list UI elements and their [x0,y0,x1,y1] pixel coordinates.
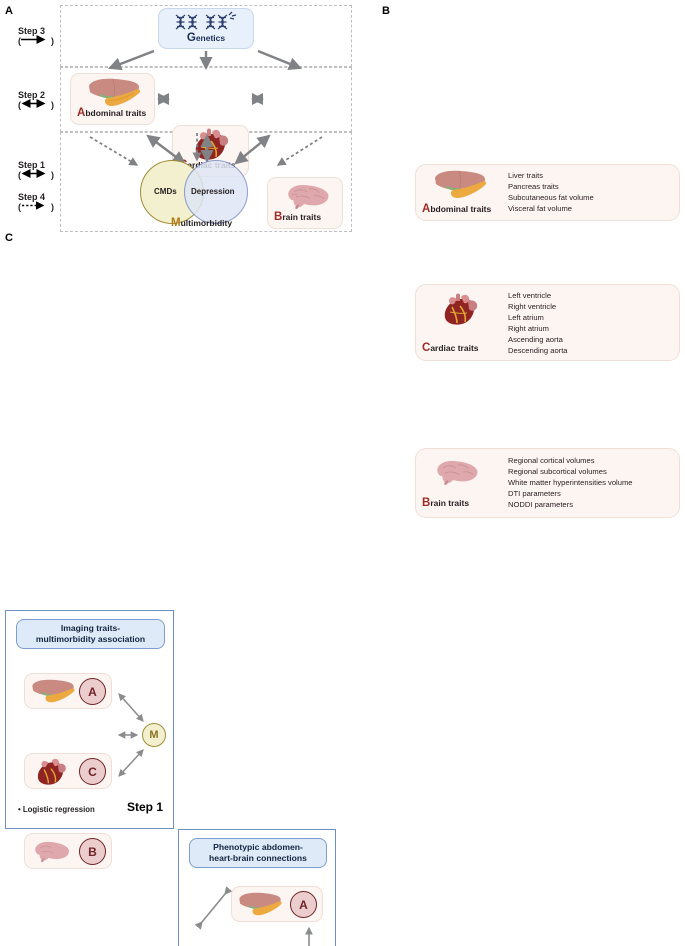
liver-pancreas-icon [435,170,487,198]
list-item: White matter hyperintensities volume [508,478,633,488]
step1-arrow-icon [21,169,46,179]
list-item: Regional subcortical volumes [508,467,607,477]
step1-panel[interactable]: Imaging traits-multimorbidity associatio… [5,610,174,869]
step4-arrow-icon [22,201,45,211]
panel-b-brain-card[interactable]: Brain traits Regional cortical volumes R… [415,448,680,518]
list-item: Right atrium [508,324,549,334]
panel-b-cardiac-card[interactable]: Cardiac traits Left ventricle Right vent… [415,284,680,361]
list-item: Subcutaneous fat volume [508,193,594,203]
step-tag-1: Step 1 () [18,160,54,181]
brain-icon [288,185,329,209]
step1-arrows [117,693,144,777]
depression-circle[interactable] [184,160,248,224]
list-item: Right ventricle [508,302,557,312]
brain-traits-card[interactable]: Brain traits [267,177,343,229]
panel-b-cardiac-label: Cardiac traits [422,341,479,354]
multimorbidity-caption: Multimorbidity [171,217,233,229]
heart-icon [444,293,478,325]
list-item: Ascending aorta [508,335,563,345]
step1-brain-node[interactable]: B [24,833,112,869]
list-item: DTI parameters [508,489,561,499]
list-item: Descending aorta [508,346,568,356]
step1-label: Step 1 [126,800,163,814]
depression-label: Depression [191,187,235,196]
step-tag-3: Step 3 () [18,26,54,47]
list-item: Visceral fat volume [508,204,573,214]
brain-icon [35,841,70,863]
panel-a-arrows [89,49,323,166]
step-tag-1-label: Step 1 [18,160,46,170]
panel-a-letter: A [5,5,13,17]
step3-arrow-icon [21,35,46,45]
list-item: Regional cortical volumes [508,456,595,465]
step-tag-2-label: Step 2 [18,90,46,100]
genetics-label: Genetics [186,32,226,45]
step1-method: • Logistic regression [18,805,95,814]
abdominal-traits-list: Liver traits Pancreas traits Subcutaneou… [508,170,594,214]
panel-c-letter: C [5,232,13,244]
step-tag-4-label: Step 4 [18,192,46,202]
panel-b-abdominal-label: Abdominal traits [422,202,492,215]
list-item: Pancreas traits [508,182,559,192]
dna-icon [175,11,237,30]
step-tag-2: Step 2 () [18,90,54,111]
liver-pancreas-icon [89,78,141,106]
genetics-box[interactable]: Genetics [158,8,254,49]
list-item: Liver traits [508,171,544,180]
cmds-label: CMDs [154,187,177,196]
list-item: Left atrium [508,313,544,323]
step2-panel[interactable]: Phenotypic abdomen-heart-brain connectio… [178,829,336,946]
abdominal-traits-card[interactable]: Abdominal traits [70,73,155,125]
step-tag-3-label: Step 3 [18,26,46,36]
list-item: NODDI parameters [508,500,573,510]
cardiac-traits-list: Left ventricle Right ventricle Left atri… [508,290,568,357]
step2-arrow-icon [21,99,46,109]
step2-arrows [194,886,313,946]
step-tag-4: Step 4 () [18,192,54,213]
panel-b-letter: B [382,5,390,17]
multimorbidity-venn[interactable]: CMDs Depression [140,160,262,224]
brain-traits-label: Brain traits [274,210,322,223]
abdominal-traits-label: Abdominal traits [77,106,147,119]
brain-icon [437,461,478,485]
panel-b-abdominal-card[interactable]: Abdominal traits Liver traits Pancreas t… [415,164,680,221]
brain-traits-list: Regional cortical volumes Regional subco… [508,455,633,510]
node-letter-b: B [79,838,106,865]
panel-b-brain-label: Brain traits [422,496,470,509]
list-item: Left ventricle [508,291,552,300]
